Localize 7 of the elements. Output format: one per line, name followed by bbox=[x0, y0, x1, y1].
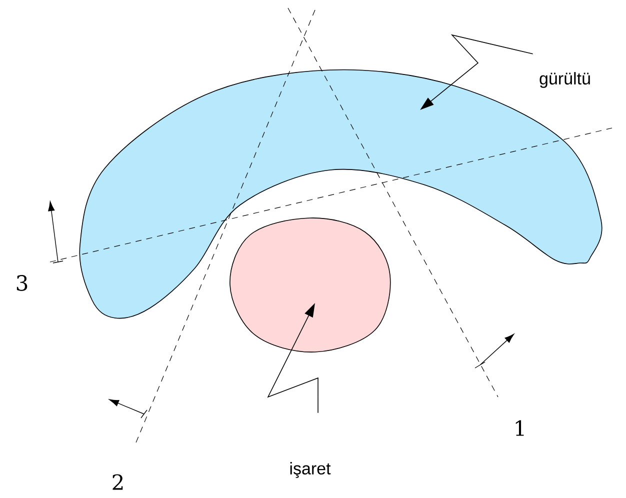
line-number: 3 bbox=[16, 275, 28, 291]
node-label: gürültü bbox=[540, 72, 590, 88]
line-number: 1 bbox=[516, 420, 524, 436]
node-label: işaret bbox=[290, 462, 331, 478]
blob-shape bbox=[230, 218, 391, 352]
crescent-shape bbox=[79, 69, 602, 319]
line-number: 2 bbox=[112, 474, 123, 490]
